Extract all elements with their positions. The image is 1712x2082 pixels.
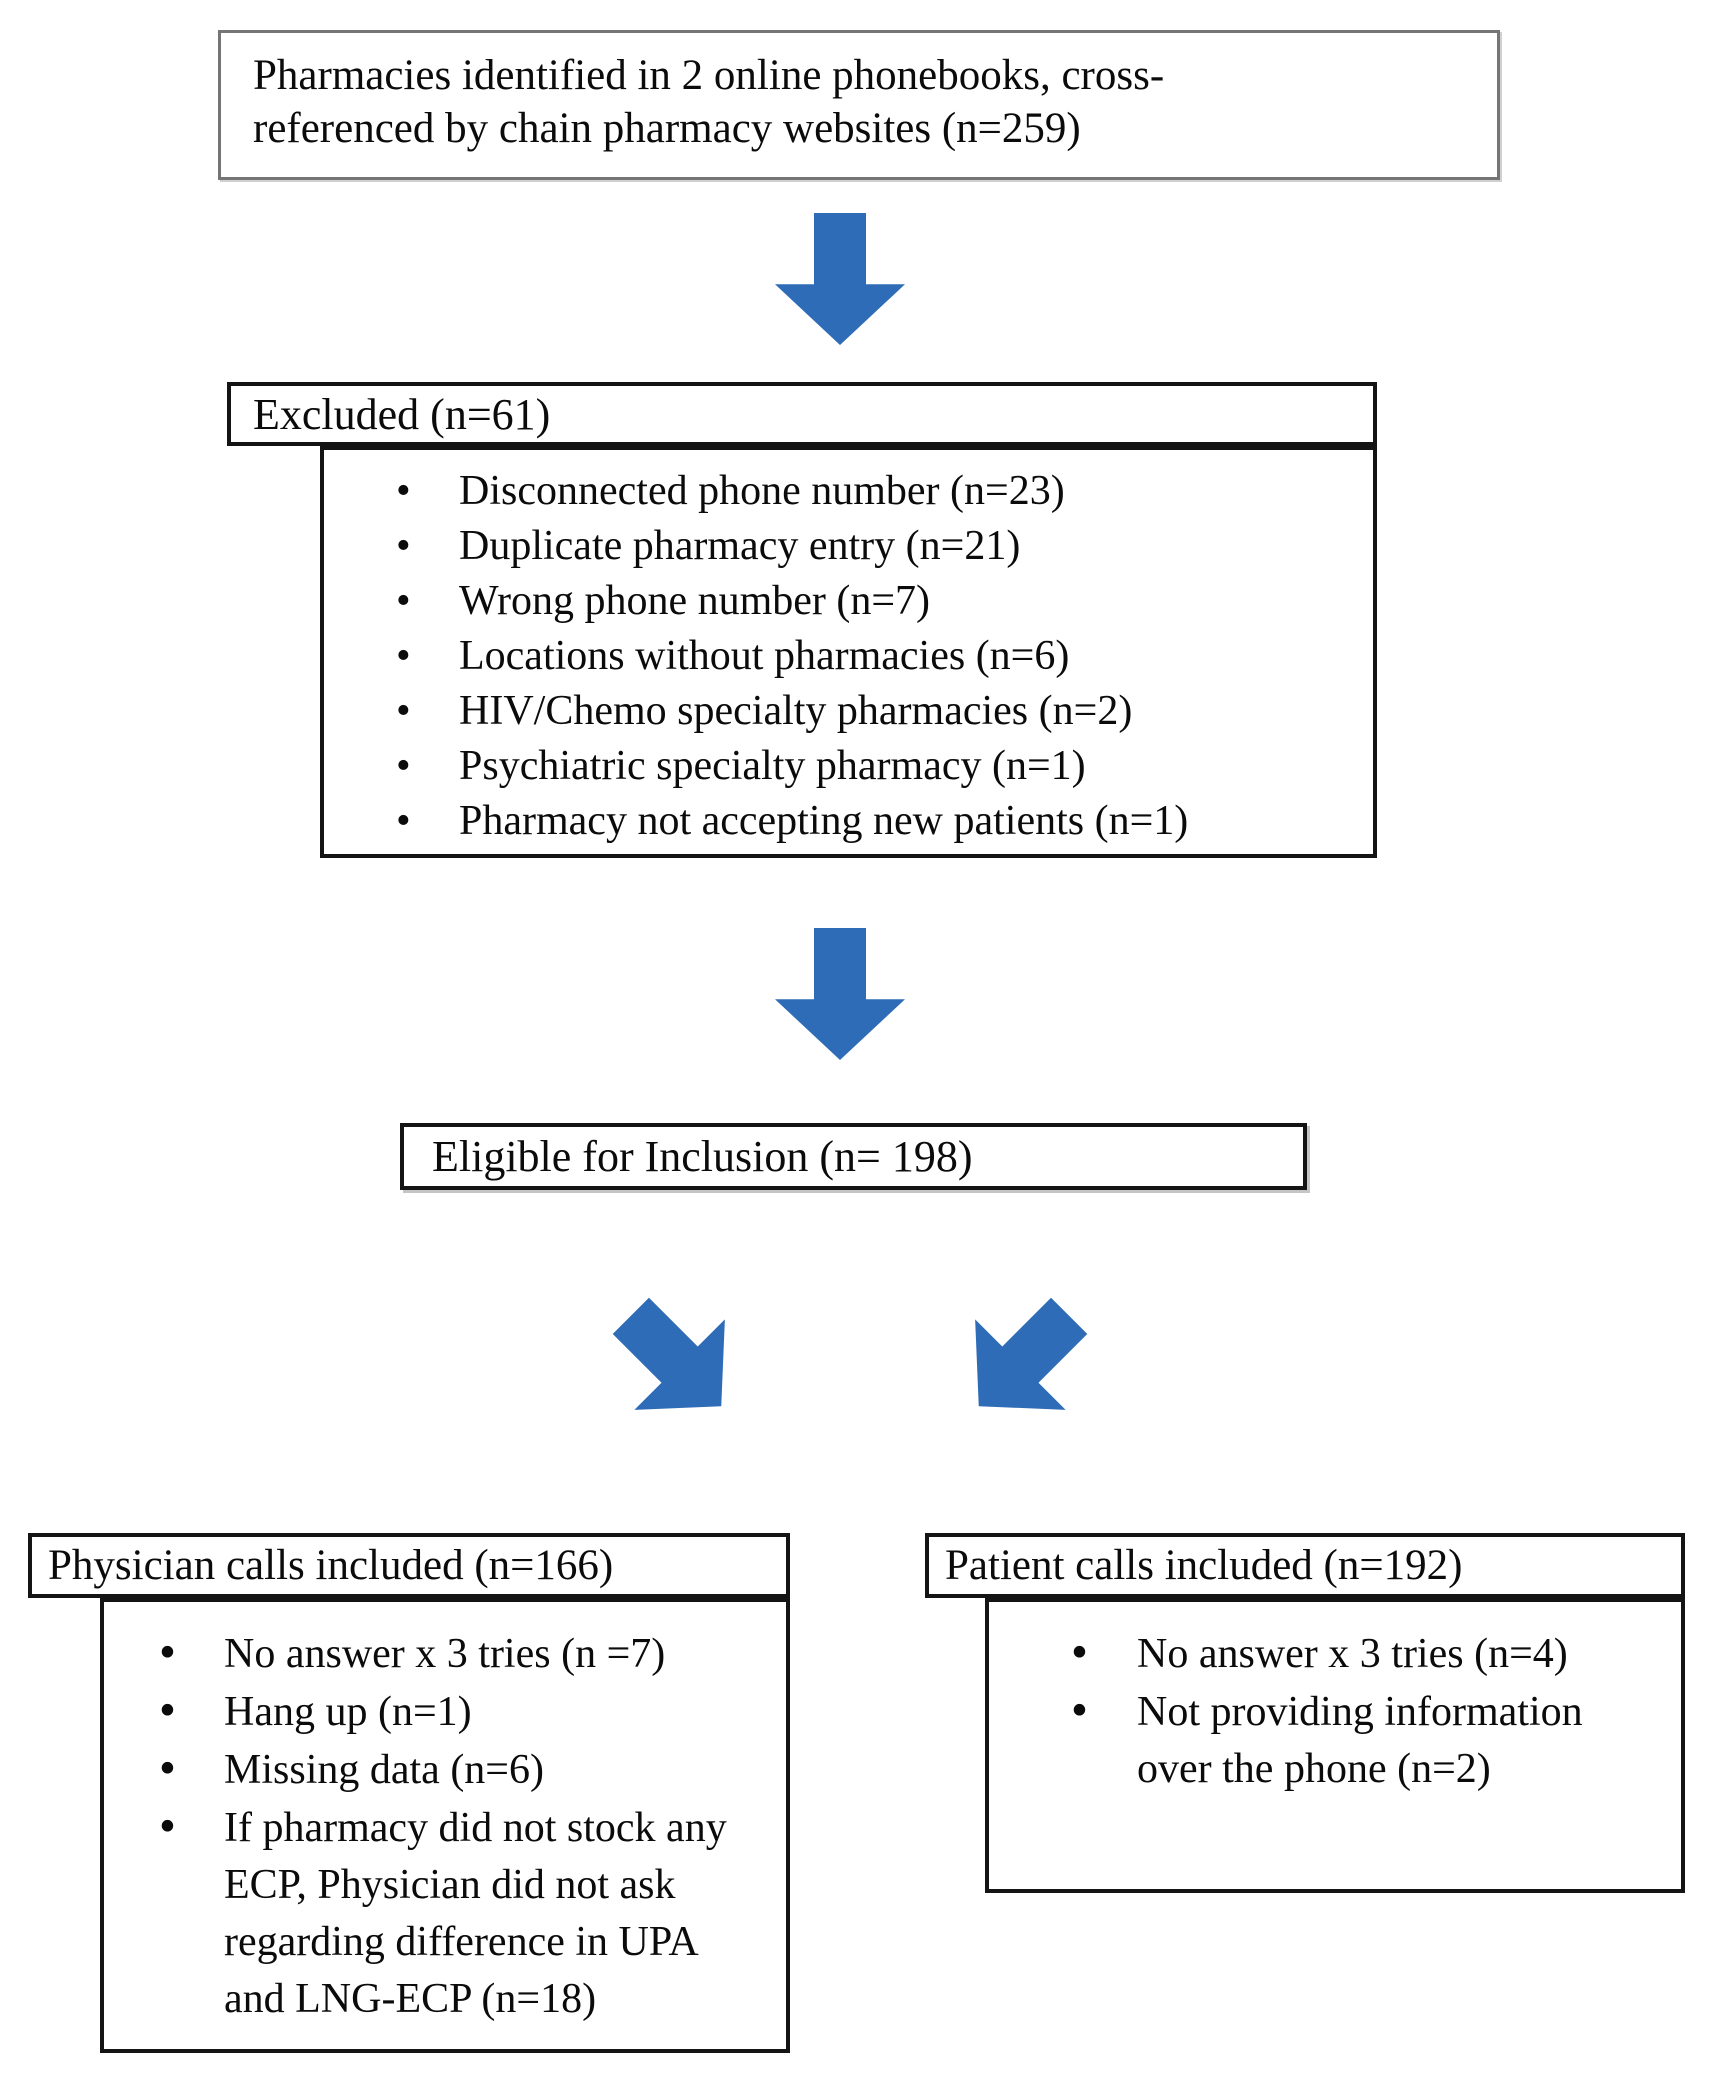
physician-list-box: No answer x 3 tries (n =7)Hang up (n=1)M…: [100, 1598, 790, 2053]
list-item: No answer x 3 tries (n=4): [989, 1624, 1657, 1683]
list-item: Duplicate pharmacy entry (n=21): [324, 519, 1373, 574]
down-arrow-icon: [775, 213, 905, 345]
identified-line-1: Pharmacies identified in 2 online phoneb…: [253, 52, 1165, 99]
physician-title: Physician calls included (n=166): [48, 1542, 614, 1589]
eligible-box: Eligible for Inclusion (n= 198): [400, 1123, 1307, 1190]
excluded-list-box: Disconnected phone number (n=23)Duplicat…: [320, 446, 1377, 858]
list-item: HIV/Chemo specialty pharmacies (n=2): [324, 684, 1373, 739]
list-item: Not providing information over the phone…: [989, 1682, 1657, 1798]
patient-title-box: Patient calls included (n=192): [925, 1533, 1685, 1598]
patient-list: No answer x 3 tries (n=4)Not providing i…: [989, 1624, 1657, 1798]
list-item: Pharmacy not accepting new patients (n=1…: [324, 794, 1373, 849]
patient-list-box: No answer x 3 tries (n=4)Not providing i…: [985, 1598, 1685, 1893]
excluded-title-box: Excluded (n=61): [227, 382, 1377, 446]
list-item: If pharmacy did not stock any ECP, Physi…: [104, 1798, 762, 2028]
eligible-text: Eligible for Inclusion (n= 198): [432, 1132, 973, 1181]
list-item: Locations without pharmacies (n=6): [324, 629, 1373, 684]
down-left-arrow-icon: [585, 1270, 766, 1451]
list-item: Disconnected phone number (n=23): [324, 464, 1373, 519]
excluded-title: Excluded (n=61): [253, 389, 551, 439]
list-item: Wrong phone number (n=7): [324, 574, 1373, 629]
down-right-arrow-icon: [933, 1270, 1114, 1451]
physician-list: No answer x 3 tries (n =7)Hang up (n=1)M…: [104, 1624, 762, 2028]
down-arrow-icon: [775, 928, 905, 1060]
list-item: No answer x 3 tries (n =7): [104, 1624, 762, 1683]
list-item: Hang up (n=1): [104, 1682, 762, 1741]
identified-box: Pharmacies identified in 2 online phoneb…: [218, 30, 1500, 180]
excluded-list: Disconnected phone number (n=23)Duplicat…: [324, 464, 1373, 849]
patient-title: Patient calls included (n=192): [945, 1542, 1463, 1589]
list-item: Psychiatric specialty pharmacy (n=1): [324, 739, 1373, 794]
identified-line-2: referenced by chain pharmacy websites (n…: [253, 105, 1081, 152]
list-item: Missing data (n=6): [104, 1740, 762, 1799]
physician-title-box: Physician calls included (n=166): [28, 1533, 790, 1598]
